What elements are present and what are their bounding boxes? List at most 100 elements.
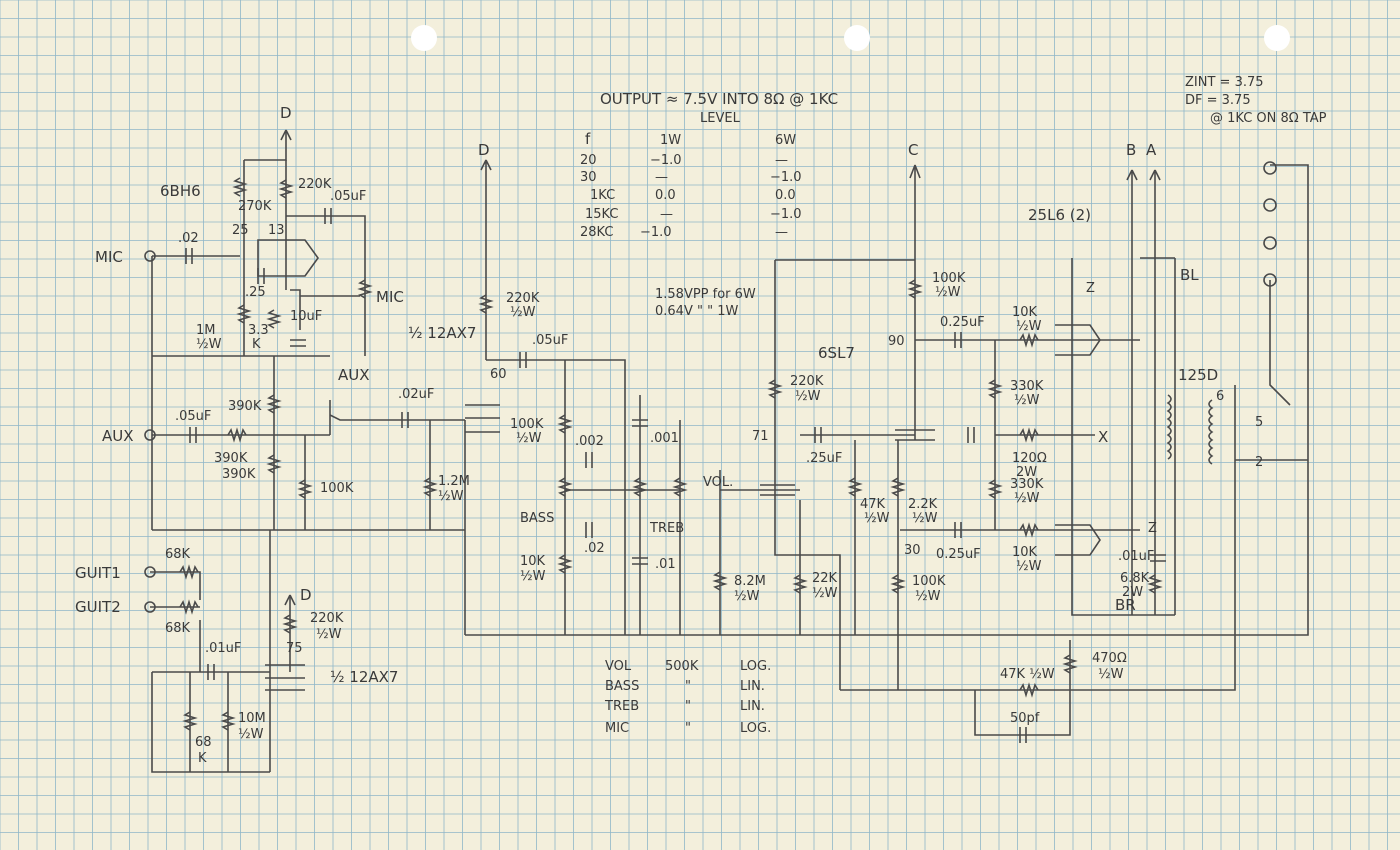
speaker-tap-icon xyxy=(1263,161,1277,175)
pot-cell: 500K xyxy=(665,659,699,674)
table-cell: 15KC xyxy=(585,207,618,222)
resistors xyxy=(179,177,1163,731)
speaker-tap-icon xyxy=(1263,273,1277,287)
output-transformer-secondary xyxy=(1208,399,1214,465)
component-label: .25uF xyxy=(806,451,842,466)
component-label: ½W xyxy=(1098,667,1124,682)
table-cell: — xyxy=(660,207,673,222)
component-label: 8.2M xyxy=(734,574,766,589)
vpp-note: 1.58VPP for 6W xyxy=(655,287,756,302)
component-label: 100K xyxy=(912,574,946,589)
mic-jack-icon xyxy=(144,250,156,262)
pot-cell: VOL xyxy=(605,659,632,674)
component-label: ½W xyxy=(238,727,264,742)
component-label: 10K xyxy=(1012,545,1038,560)
component-label: 6 xyxy=(1216,389,1224,404)
component-label: 10uF xyxy=(290,309,322,324)
wires xyxy=(150,130,1309,773)
table-header: f xyxy=(585,130,591,148)
component-label: 270K xyxy=(238,199,272,214)
component-label: 100K xyxy=(932,271,966,286)
table-cell: — xyxy=(775,153,788,168)
pot-cell: LIN. xyxy=(740,679,765,694)
component-label: 1M xyxy=(196,323,216,338)
component-label: 50pf xyxy=(1010,711,1040,726)
table-cell: 20 xyxy=(580,153,597,168)
pot-cell: " xyxy=(685,679,691,694)
component-label: K xyxy=(198,751,207,766)
tube-label-125d: 125D xyxy=(1178,366,1218,384)
vpp-note: 0.64V " " 1W xyxy=(655,304,738,319)
component-label: Z xyxy=(1148,521,1157,536)
table-cell: 30 xyxy=(580,170,597,185)
component-label: 60 xyxy=(490,367,507,382)
component-label: 68K xyxy=(165,547,191,562)
component-label: 10M xyxy=(238,711,266,726)
table-header: 1W xyxy=(660,133,681,148)
table-cell: −1.0 xyxy=(640,225,672,240)
component-label: .05uF xyxy=(175,409,211,424)
supply-label: B xyxy=(1126,141,1136,159)
component-label: 6.8K xyxy=(1120,571,1150,586)
table-cell: −1.0 xyxy=(770,170,802,185)
component-label: ½W xyxy=(734,589,760,604)
component-label: .25 xyxy=(245,285,266,300)
labels: MIC AUX GUIT1 GUIT2 6BH6 ½ 12AX7 ½ 12AX7… xyxy=(75,104,1263,766)
label-mic-input: MIC xyxy=(95,248,123,266)
pot-cell: LOG. xyxy=(740,721,771,736)
component-label: 330K xyxy=(1010,477,1044,492)
component-label: MIC xyxy=(376,288,404,306)
component-label: .02 xyxy=(178,231,199,246)
component-label: 10K xyxy=(520,554,546,569)
pot-cell: LOG. xyxy=(740,659,771,674)
component-label: 5 xyxy=(1255,415,1263,430)
pot-cell: MIC xyxy=(605,721,629,736)
component-label: 90 xyxy=(888,334,905,349)
supply-label: C xyxy=(908,141,918,159)
label-aux-input: AUX xyxy=(102,427,134,445)
tube-12ax7-symbol xyxy=(465,404,500,433)
damping-factor-note: DF = 3.75 xyxy=(1185,93,1251,108)
component-label: 3.3 xyxy=(248,323,269,338)
table-cell: −1.0 xyxy=(650,153,682,168)
tube-6bh6-symbol xyxy=(257,239,319,277)
component-label: 100K xyxy=(510,417,544,432)
tube-25l6-symbol xyxy=(1055,324,1101,556)
component-label: 2.2K xyxy=(908,497,938,512)
supply-label: D xyxy=(478,141,490,159)
tube-label-12ax7-v3: ½ 12AX7 xyxy=(330,668,398,686)
component-label: 100K xyxy=(320,481,354,496)
component-label: 220K xyxy=(506,291,540,306)
component-label: .05uF xyxy=(330,189,366,204)
supply-arrows xyxy=(280,129,1161,606)
pot-cell: TREB xyxy=(604,699,639,714)
component-label: ½W xyxy=(438,489,464,504)
component-label: 71 xyxy=(752,429,769,444)
table-header: 6W xyxy=(775,133,796,148)
component-label: 2W xyxy=(1122,585,1143,600)
label-guit1: GUIT1 xyxy=(75,564,121,582)
component-label: .01uF xyxy=(1118,549,1154,564)
component-label: 10K xyxy=(1012,305,1038,320)
speaker-tap-icon xyxy=(1263,236,1277,250)
table-cell: — xyxy=(775,225,788,240)
binder-hole xyxy=(1264,25,1290,51)
component-label: 220K xyxy=(298,177,332,192)
speaker-tap-icon xyxy=(1263,198,1277,212)
pot-table: VOL 500K LOG. BASS " LIN. TREB " LIN. MI… xyxy=(604,659,771,736)
label-guit2: GUIT2 xyxy=(75,598,121,616)
component-label: 120Ω xyxy=(1012,451,1047,466)
component-label: ½W xyxy=(1014,491,1040,506)
component-label: 22K xyxy=(812,571,838,586)
supply-label: D xyxy=(280,104,292,122)
component-label: ½W xyxy=(1016,559,1042,574)
component-label: 47K ½W xyxy=(1000,667,1055,682)
component-label: 2 xyxy=(1255,455,1263,470)
tube-label-6sl7: 6SL7 xyxy=(818,344,855,362)
tube-6sl7-symbol xyxy=(760,429,935,496)
component-label: 330K xyxy=(1010,379,1044,394)
pot-cell: " xyxy=(685,699,691,714)
component-label: 30 xyxy=(904,543,921,558)
component-label: .02uF xyxy=(398,387,434,402)
supply-label: A xyxy=(1146,141,1157,159)
